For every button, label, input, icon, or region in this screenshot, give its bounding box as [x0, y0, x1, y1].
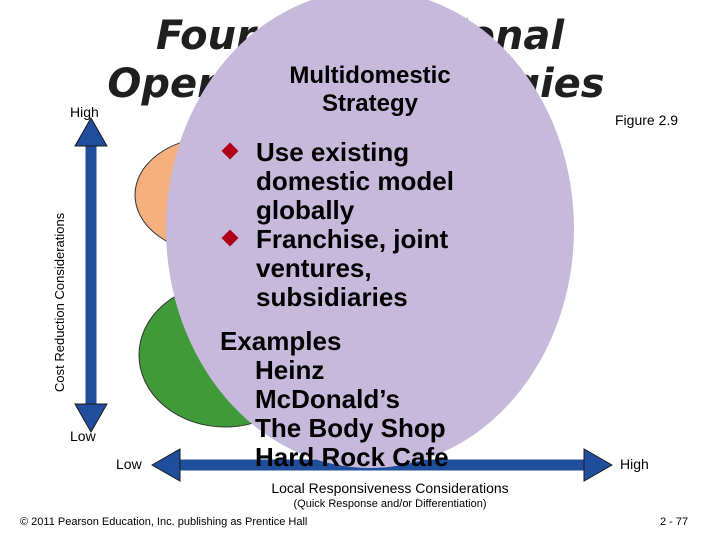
bullet-item: Use existing domestic model globally [220, 138, 510, 225]
examples-heading: Examples [220, 326, 342, 356]
bullet-item: Franchise, joint ventures, subsidiaries [220, 225, 510, 312]
example-item: Heinz [255, 355, 325, 385]
footer-copyright: © 2011 Pearson Education, Inc. publishin… [20, 516, 308, 528]
figure-label: Figure 2.9 [615, 112, 679, 128]
x-axis-sublabel: (Quick Response and/or Differentiation) [293, 498, 487, 510]
overlay-title: Multidomestic Strategy [250, 62, 490, 118]
example-item: The Body Shop [255, 413, 446, 443]
y-axis-high-label: High [70, 104, 99, 120]
overlay-title-line2: Strategy [321, 90, 419, 117]
y-axis-low-label: Low [70, 428, 96, 444]
strategy-bullets: Use existing domestic model globally Fra… [220, 138, 510, 312]
x-axis-low-label: Low [116, 456, 142, 472]
examples-list: Heinz McDonald’s The Body Shop Hard Rock… [255, 356, 449, 472]
y-axis-label: Cost Reduction Considerations [52, 212, 67, 392]
example-item: Hard Rock Cafe [255, 442, 449, 472]
example-item: McDonald’s [255, 384, 400, 414]
y-axis-arrow [74, 116, 108, 434]
page-number: 2 - 77 [660, 516, 689, 528]
x-axis-label: Local Responsiveness Considerations [271, 480, 509, 496]
overlay-title-line1: Multidomestic [289, 62, 451, 89]
x-axis-high-label: High [620, 456, 649, 472]
